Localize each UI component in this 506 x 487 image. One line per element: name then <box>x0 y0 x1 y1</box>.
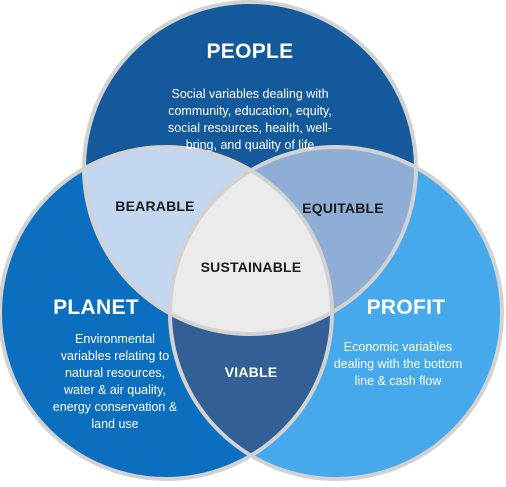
viable-label: VIABLE <box>224 364 278 380</box>
sustainable-region <box>170 147 332 334</box>
planet-title: PLANET <box>53 296 139 319</box>
profit-title: PROFIT <box>366 296 446 319</box>
equitable-label: EQUITABLE <box>302 200 384 216</box>
planet-description: Environmental variables relating to natu… <box>52 332 178 431</box>
sustainable-label: SUSTAINABLE <box>200 259 302 275</box>
bearable-label: BEARABLE <box>115 198 195 214</box>
people-title: PEOPLE <box>206 40 294 63</box>
people-description: Social variables dealing with community,… <box>168 87 332 152</box>
profit-description: Economic variables dealing with the bott… <box>333 340 463 388</box>
